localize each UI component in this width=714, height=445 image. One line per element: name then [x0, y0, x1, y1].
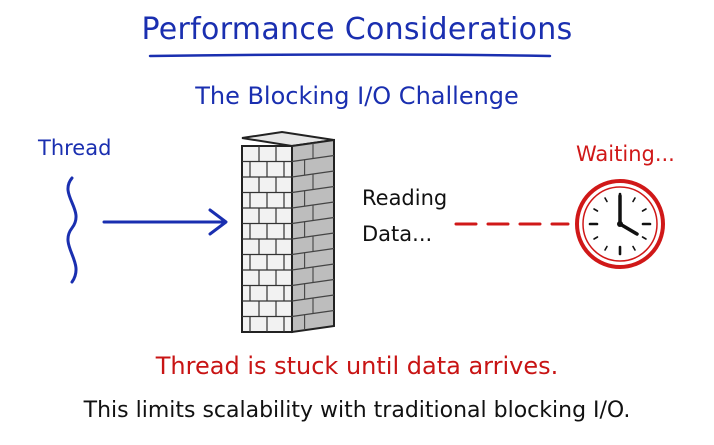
reading-label-line2: Data...	[362, 222, 433, 246]
stuck-message: Thread is stuck until data arrives.	[155, 352, 559, 380]
waiting-label: Waiting...	[576, 142, 675, 166]
reading-label-line1: Reading	[362, 186, 448, 210]
title-underline	[148, 53, 552, 58]
wavy-thread-icon	[66, 176, 78, 284]
thread-label: Thread	[38, 136, 112, 160]
clock-icon	[575, 179, 665, 269]
brick-wall-icon	[241, 130, 335, 334]
limits-message: This limits scalability with traditional…	[83, 398, 631, 423]
page-title: Performance Considerations	[141, 12, 573, 47]
page-subtitle: The Blocking I/O Challenge	[195, 82, 519, 110]
arrow-right-icon	[102, 208, 228, 236]
